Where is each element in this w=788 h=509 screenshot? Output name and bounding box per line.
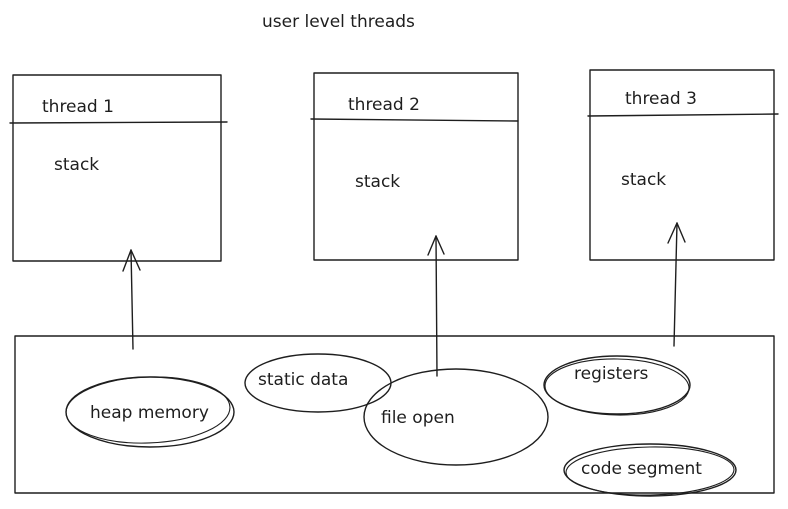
code-segment-ellipse: code segment [563,443,737,497]
thread-box-3-divider [587,113,779,117]
thread-box-1-divider [9,121,228,124]
registers-label: registers [574,364,649,384]
thread-box-1: thread 1 stack [9,74,228,262]
process-container [14,335,775,494]
static-data-ellipse: static data [244,353,392,413]
static-data-label: static data [258,370,348,390]
thread-box-2-divider [310,118,519,122]
thread-box-2-title: thread 2 [348,95,420,115]
thread-box-1-stack: stack [54,155,99,175]
thread-box-1-title: thread 1 [42,97,114,117]
thread-box-2-outline [313,72,519,261]
arrow-to-thread-1 [122,249,141,350]
thread-box-3-outline [589,69,775,261]
registers-ellipse: registers [543,355,691,416]
arrow-to-thread-3 [667,222,686,347]
diagram-title: user level threads [262,12,415,32]
arrow-to-thread-2 [427,235,445,377]
thread-box-3-stack: stack [621,170,666,190]
thread-box-3: thread 3 stack [587,69,779,261]
file-open-label: file open [381,408,455,428]
heap-memory-label: heap memory [90,403,209,423]
thread-box-2-stack: stack [355,172,400,192]
code-segment-label: code segment [581,459,702,479]
thread-box-3-title: thread 3 [625,89,697,109]
heap-memory-ellipse: heap memory [65,376,235,448]
file-open-ellipse: file open [363,368,549,466]
thread-box-2: thread 2 stack [310,72,519,261]
thread-box-1-outline [12,74,222,262]
